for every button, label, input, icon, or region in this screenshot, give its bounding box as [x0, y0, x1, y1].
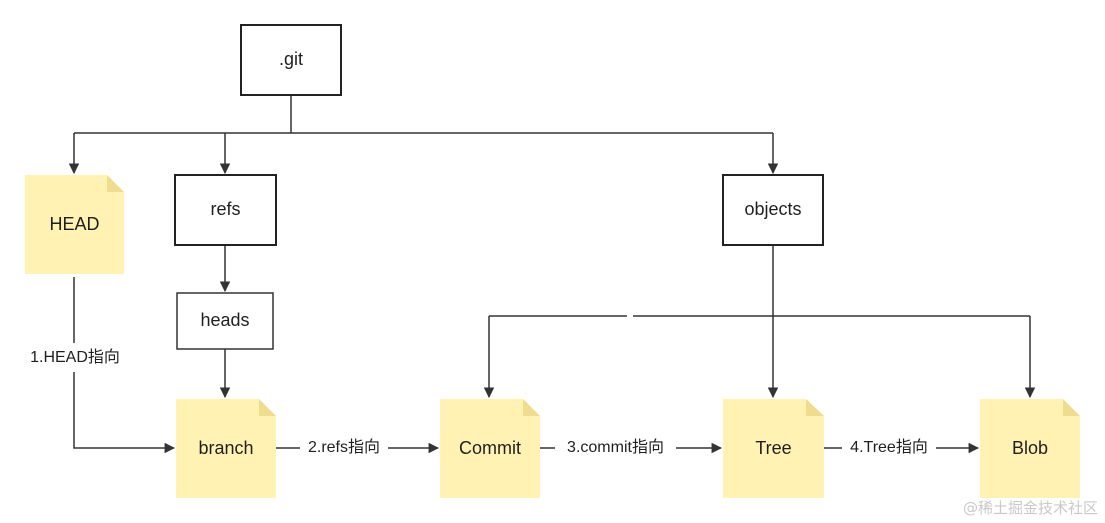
blob-note: Blob — [980, 399, 1080, 498]
commit-label: Commit — [459, 438, 521, 458]
head-note-body — [25, 175, 124, 274]
blob-note-fold — [1063, 399, 1080, 416]
edge-label-branch-to-commit: 2.refs指向 — [308, 438, 380, 456]
edge-label-tree-bg — [842, 436, 936, 460]
head-note-fold — [107, 175, 124, 192]
head-label: HEAD — [49, 214, 99, 234]
tree-note: Tree — [723, 399, 824, 498]
blob-note-body — [980, 399, 1080, 498]
objects-node: objects — [722, 174, 824, 246]
head-note: HEAD — [25, 175, 124, 274]
heads-box — [176, 292, 274, 350]
branch-label: branch — [198, 438, 253, 458]
tree-label: Tree — [755, 438, 791, 458]
bus-gap — [627, 313, 633, 319]
objects-box — [722, 174, 824, 246]
blob-label: Blob — [1012, 438, 1048, 458]
branch-note: branch — [176, 399, 276, 498]
watermark: @稀土掘金技术社区 — [963, 499, 1098, 517]
commit-note-body — [440, 399, 540, 498]
edge-label-tree-to-blob: 4.Tree指向 — [850, 438, 928, 456]
connectors — [68, 95, 1036, 454]
git-node: .git — [240, 24, 342, 96]
refs-box — [174, 174, 277, 246]
branch-note-body — [176, 399, 276, 498]
git-box — [240, 24, 342, 96]
refs-label: refs — [210, 199, 240, 219]
edge-label-refs-bg — [300, 436, 388, 460]
edge-label-head-bg — [20, 346, 130, 370]
branch-note-fold — [259, 399, 276, 416]
heads-label: heads — [200, 310, 249, 330]
arrow-head-to-branch-lower — [73, 372, 176, 454]
commit-note-fold — [523, 399, 540, 416]
edge-label-commit-to-tree: 3.commit指向 — [567, 438, 664, 456]
git-label: .git — [279, 49, 303, 69]
commit-note: Commit — [440, 399, 540, 498]
tree-note-fold — [806, 399, 824, 416]
edge-label-commit-bg — [555, 436, 676, 460]
edge-labels: 1.HEAD指向 2.refs指向 3.commit指向 4.Tree指向 — [20, 346, 936, 460]
tree-note-body — [723, 399, 824, 498]
refs-node: refs — [174, 174, 277, 246]
objects-label: objects — [744, 199, 801, 219]
edge-label-head-to-branch: 1.HEAD指向 — [30, 348, 120, 366]
heads-node: heads — [176, 292, 274, 350]
